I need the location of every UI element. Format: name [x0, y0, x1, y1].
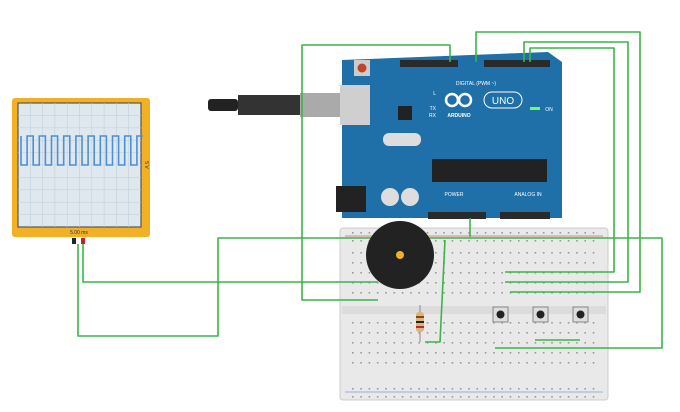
led-label-l: L: [433, 91, 436, 97]
push-button-3[interactable]: [572, 306, 589, 323]
push-button-2[interactable]: [532, 306, 549, 323]
usb-port: [340, 85, 370, 125]
power-header: [428, 212, 486, 219]
scope-trace: [20, 135, 143, 166]
usb-cable: [208, 93, 346, 117]
resistor[interactable]: [416, 305, 424, 342]
brand-label: ARDUINO: [447, 113, 470, 119]
probe-positive[interactable]: [81, 238, 85, 244]
oscilloscope[interactable]: 5.00 ms 5 V: [12, 98, 150, 244]
usb-chip: [398, 106, 412, 120]
on-label: ON: [545, 107, 553, 113]
power-label: POWER: [445, 192, 464, 198]
scope-time-label: 5.00 ms: [70, 230, 88, 236]
arduino-logo: [444, 92, 473, 108]
arduino-uno[interactable]: DIGITAL (PWM ~) UNO ARDUINO L TX RX ON P…: [336, 52, 562, 219]
led-label-tx: TX: [430, 106, 437, 112]
probe-negative[interactable]: [72, 238, 76, 244]
scope-volt-label: 5 V: [143, 161, 149, 169]
wires[interactable]: [77, 31, 663, 349]
digital-label: DIGITAL (PWM ~): [456, 81, 496, 87]
analog-header: [500, 212, 550, 219]
atmega-chip: [432, 159, 547, 182]
power-jack: [336, 186, 366, 212]
analog-label: ANALOG IN: [514, 192, 542, 198]
model-label: UNO: [492, 96, 514, 107]
piezo-buzzer[interactable]: [366, 221, 434, 289]
led-label-rx: RX: [429, 113, 437, 119]
digital-header-1: [400, 60, 458, 67]
push-button-1[interactable]: [492, 306, 509, 323]
crystal: [383, 133, 421, 146]
digital-header-2: [484, 60, 550, 67]
